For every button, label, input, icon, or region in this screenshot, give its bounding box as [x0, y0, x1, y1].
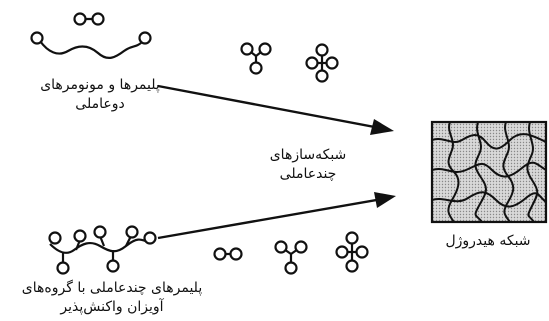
bottom-source-label: پلیمرهای چندعاملی با گروه‌های آویزان واک…	[2, 279, 222, 317]
bottom-source-label-line2: آویزان واکنش‌پذیر	[60, 299, 164, 315]
crosslinker-label-line2: چندعاملی	[279, 166, 337, 182]
tetrafunctional-crosslinker-bottom-icon	[335, 231, 369, 273]
bottom-source-label-line1: پلیمرهای چندعاملی با گروه‌های	[21, 280, 203, 296]
multifunctional-polymer-icon	[48, 225, 157, 275]
top-source-label-line1: پلیمرها و مونومرهای	[40, 77, 160, 93]
difunctional-polymer-icon	[30, 31, 152, 60]
difunctional-crosslinker-icon	[213, 247, 243, 261]
top-source-label: پلیمرها و مونومرهای دوعاملی	[30, 76, 170, 114]
crosslinker-label: شبکه‌سازهای چندعاملی	[258, 146, 358, 184]
hydrogel-network-icon	[430, 120, 548, 224]
top-arrow	[157, 84, 394, 135]
tetrafunctional-crosslinker-icon	[305, 43, 339, 83]
top-source-label-line2: دوعاملی	[75, 96, 125, 112]
bottom-arrow	[157, 192, 396, 240]
trifunctional-crosslinker-bottom-icon	[274, 240, 308, 275]
difunctional-monomer-icon	[73, 12, 105, 26]
crosslinker-label-line1: شبکه‌سازهای	[269, 147, 347, 163]
product-label: شبکه هیدروژل	[428, 232, 548, 251]
product-label-text: شبکه هیدروژل	[445, 233, 531, 249]
trifunctional-crosslinker-icon	[240, 42, 272, 75]
